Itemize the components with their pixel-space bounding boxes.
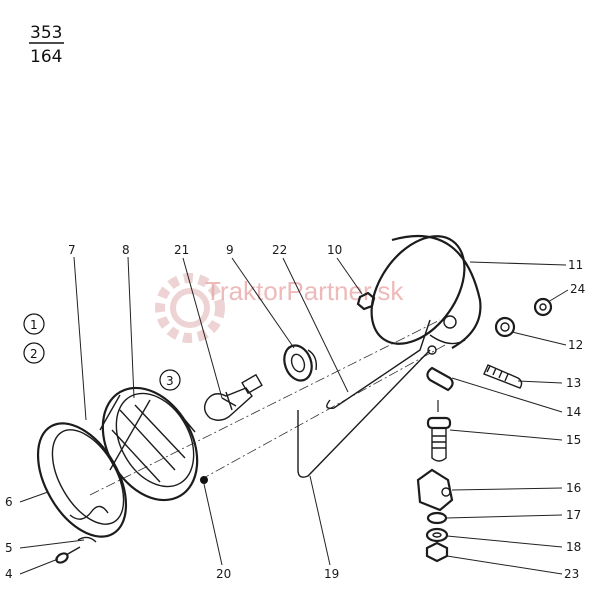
part-label-8: 8 [122, 243, 130, 257]
part-label-14: 14 [566, 405, 581, 419]
lens-glass-part [99, 386, 199, 502]
circled-label-3: 3 [159, 369, 181, 391]
washer-part-17 [426, 511, 448, 525]
assembly-axis-line-2 [199, 344, 446, 481]
watermark-text: TraktorPartner.sk [205, 276, 404, 306]
leader-lines [19, 256, 569, 575]
bolt-part-15 [426, 400, 452, 462]
part-label-6: 6 [5, 495, 13, 509]
screw-part-13 [483, 364, 523, 389]
header-numerator: 353 [30, 23, 62, 43]
nut-part-23 [425, 541, 449, 563]
wire-part-22 [326, 319, 431, 410]
screw-part-4 [55, 546, 81, 564]
part-label-16: 16 [566, 481, 581, 495]
part-label-15: 15 [566, 433, 581, 447]
circled-label-1: 1 [23, 313, 45, 335]
part-label-18: 18 [566, 540, 581, 554]
part-label-9: 9 [226, 243, 234, 257]
circled-label-2-text: 2 [30, 347, 38, 361]
part-label-5: 5 [5, 541, 13, 555]
part-label-13: 13 [566, 376, 581, 390]
bulb-part [203, 373, 263, 421]
sleeve-part-14 [426, 366, 454, 392]
screw-part-20 [200, 476, 208, 484]
wire-part-19 [297, 349, 431, 478]
bulb-holder-part [283, 344, 318, 382]
nut-part-12 [494, 316, 516, 338]
part-label-19: 19 [324, 567, 339, 581]
part-label-20: 20 [216, 567, 231, 581]
washer-part-24 [533, 297, 553, 317]
circled-label-2: 2 [23, 342, 45, 364]
assembly-axis-line [89, 319, 441, 496]
part-label-22: 22 [272, 243, 287, 257]
circled-label-3-text: 3 [166, 374, 174, 388]
part-label-17: 17 [566, 508, 581, 522]
part-label-12: 12 [568, 338, 583, 352]
part-label-21: 21 [174, 243, 189, 257]
header-denominator: 164 [30, 47, 62, 67]
nut-part-18 [425, 527, 449, 543]
part-label-24: 24 [570, 282, 585, 296]
part-label-10: 10 [327, 243, 342, 257]
circled-label-1-text: 1 [30, 318, 38, 332]
clip-part-5 [77, 536, 97, 543]
housing-part [370, 235, 482, 355]
part-label-11: 11 [568, 258, 583, 272]
watermark-gear-icon [155, 273, 225, 343]
part-label-23: 23 [564, 567, 579, 581]
bracket-part-16 [416, 468, 454, 512]
part-label-7: 7 [68, 243, 76, 257]
part-label-4: 4 [5, 567, 13, 581]
